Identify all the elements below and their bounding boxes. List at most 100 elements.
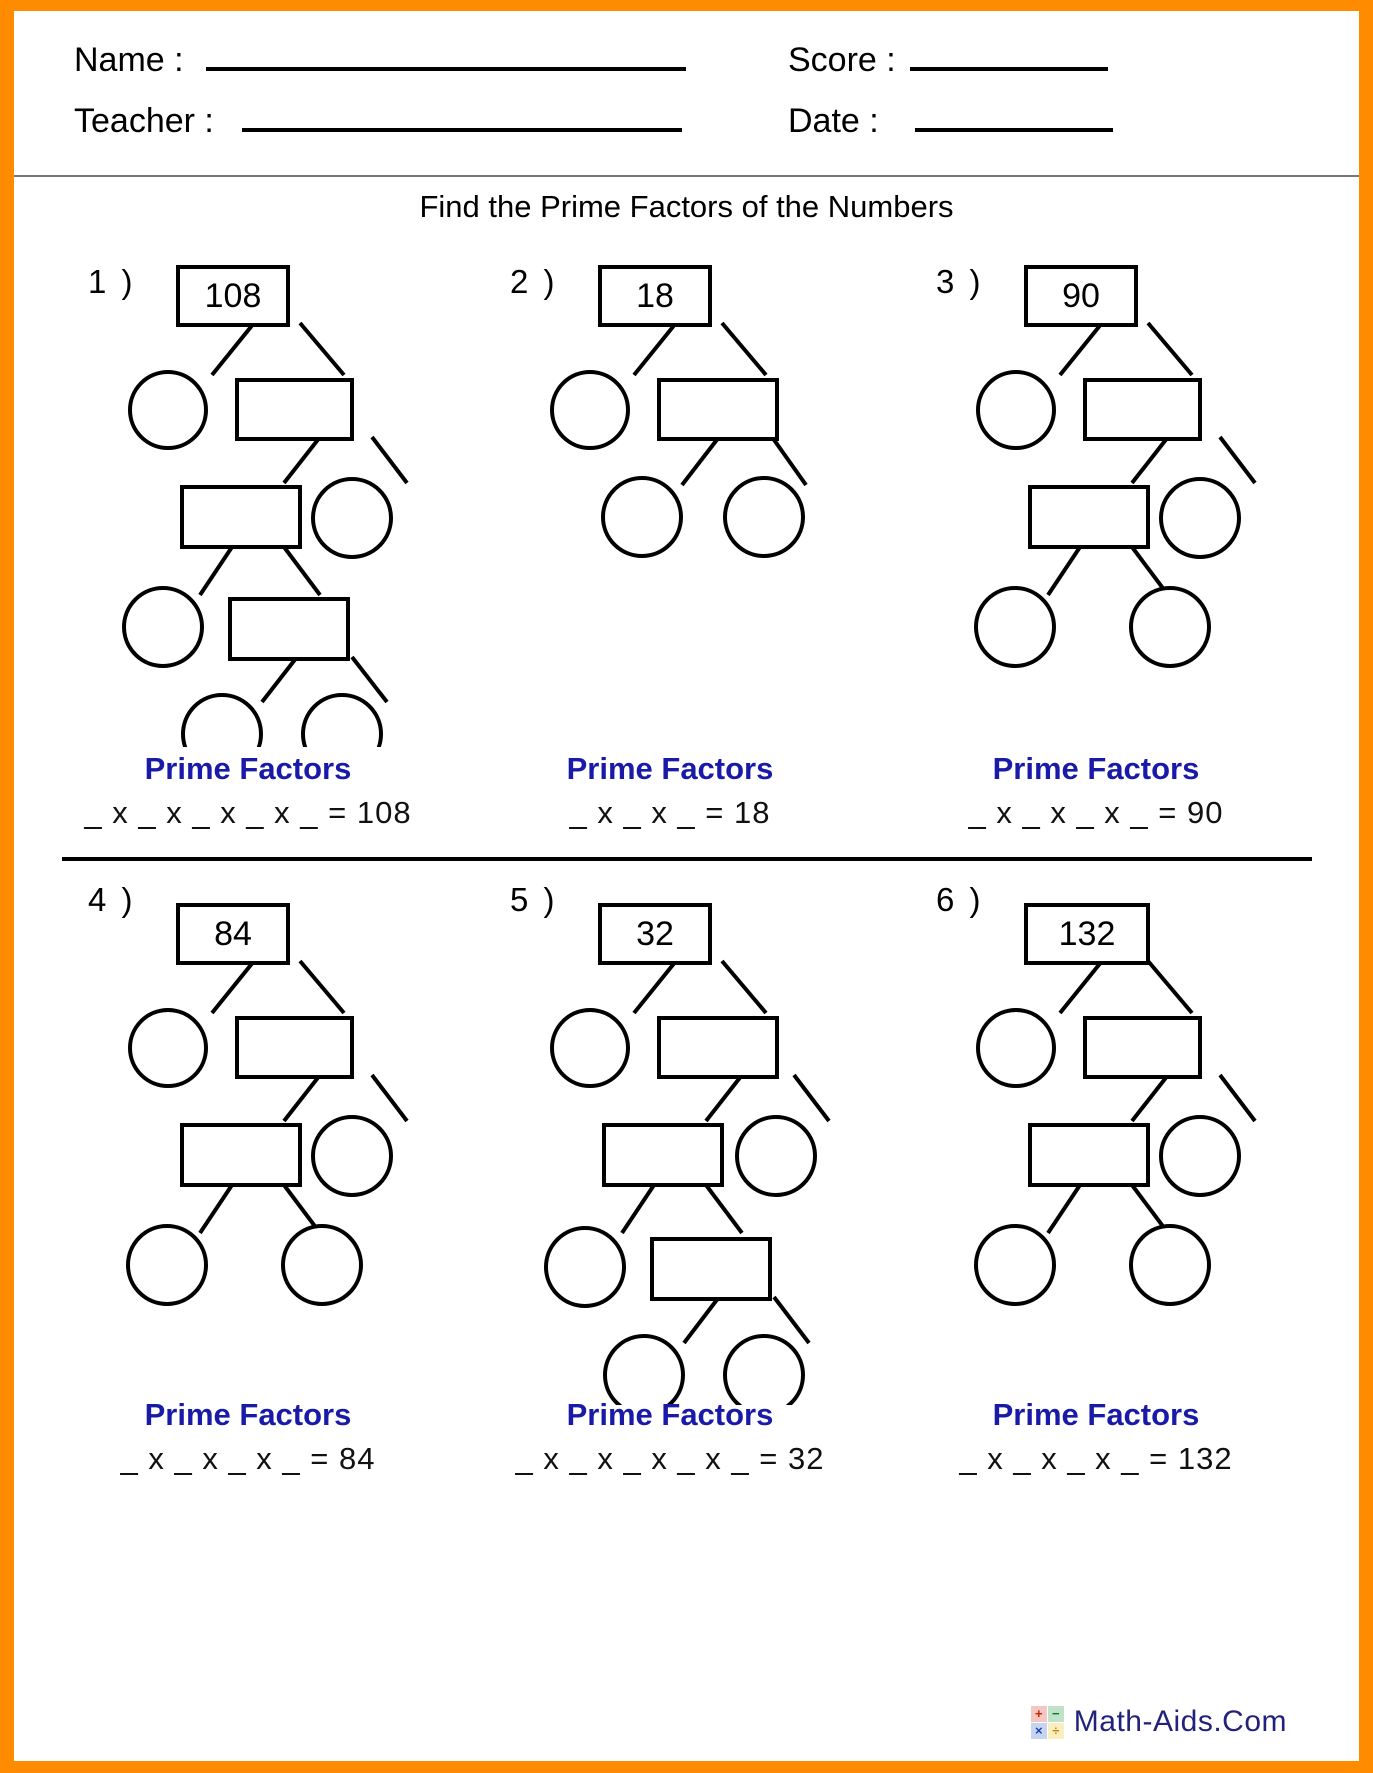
node-box-3c[interactable]: [1028, 485, 1150, 549]
problem-2-prime-factors-heading: Prime Factors: [566, 751, 774, 786]
name-input[interactable]: [205, 67, 686, 71]
problem-row-1: 1 ): [14, 239, 1359, 857]
problem-4-number: 4 ): [88, 881, 136, 918]
node-root-6-value: 132: [1059, 915, 1116, 953]
problem-2-answer-line[interactable]: _ x _ x _ = 18: [569, 795, 771, 830]
problem-6-prime-factors-heading: Prime Factors: [992, 1397, 1200, 1432]
node-circle-6e[interactable]: [974, 1224, 1056, 1306]
problem-5-prime-factors-heading: Prime Factors: [566, 1397, 774, 1432]
node-circle-3a[interactable]: [976, 370, 1056, 450]
factor-tree-svg-1: 108: [122, 265, 409, 747]
problem-4-tree: 84: [32, 885, 464, 1385]
node-box-6b[interactable]: [1083, 1016, 1202, 1079]
node-box-1b[interactable]: [235, 378, 354, 441]
node-root-2[interactable]: [598, 265, 712, 327]
node-root-4-value: 84: [214, 915, 252, 953]
node-circle-2c[interactable]: [601, 476, 683, 558]
teacher-input[interactable]: [241, 128, 682, 132]
node-circle-2a[interactable]: [550, 370, 630, 450]
problem-5-number: 5 ): [510, 881, 558, 918]
factor-tree-svg-3: 90: [974, 265, 1257, 668]
problem-4-answer-line[interactable]: _ x _ x _ x _ = 84: [120, 1441, 376, 1476]
node-circle-5h[interactable]: [723, 1334, 805, 1405]
node-box-1f[interactable]: [228, 597, 350, 661]
node-circle-1e[interactable]: [122, 586, 204, 668]
problem-grid: 1 ): [14, 239, 1359, 1547]
node-root-5[interactable]: [598, 903, 712, 965]
node-root-1-value: 108: [205, 277, 262, 315]
problem-row-2: 4 ) 84: [14, 857, 1359, 1547]
problem-6-number: 6 ): [936, 881, 984, 918]
problem-1-tree: 108: [32, 247, 464, 747]
problem-2-tree: 18: [454, 247, 886, 747]
teacher-field-row: Teacher :: [74, 102, 682, 141]
factor-tree-svg-4: 84: [126, 903, 409, 1306]
node-circle-1g[interactable]: [181, 693, 263, 747]
node-root-4[interactable]: [176, 903, 290, 965]
footer: + − × ÷ Math-Aids.Com: [14, 1705, 1359, 1739]
node-circle-2d[interactable]: [723, 476, 805, 558]
node-circle-3f[interactable]: [1129, 586, 1211, 668]
worksheet-header: Name : Teacher : Score : Date : Find the…: [14, 11, 1359, 224]
problem-1-answer-line[interactable]: _ x _ x _ x _ x _ = 108: [84, 795, 412, 830]
node-box-5c[interactable]: [602, 1123, 724, 1187]
score-input[interactable]: [909, 67, 1108, 71]
node-circle-5e[interactable]: [544, 1226, 626, 1308]
node-box-4b[interactable]: [235, 1016, 354, 1079]
node-circle-5a[interactable]: [550, 1008, 630, 1088]
score-field-row: Score :: [788, 41, 1108, 80]
node-circle-1h[interactable]: [301, 693, 383, 747]
node-root-1[interactable]: [176, 265, 290, 327]
node-circle-4d[interactable]: [311, 1115, 393, 1197]
node-circle-6f[interactable]: [1129, 1224, 1211, 1306]
date-input[interactable]: [914, 128, 1113, 132]
score-label: Score :: [788, 41, 896, 79]
header-divider: [14, 175, 1359, 177]
node-box-2b[interactable]: [657, 378, 779, 441]
node-circle-5d[interactable]: [735, 1115, 817, 1197]
teacher-label: Teacher :: [74, 102, 214, 140]
node-root-3-value: 90: [1062, 277, 1100, 315]
problem-3: 3 ) 90: [880, 239, 1312, 857]
problem-5-tree: 32: [454, 885, 886, 1405]
math-aids-logo-icon: + − × ÷: [1030, 1705, 1064, 1739]
problem-3-number: 3 ): [936, 263, 984, 300]
problem-3-prime-factors-heading: Prime Factors: [992, 751, 1200, 786]
node-box-1c[interactable]: [180, 485, 302, 549]
problem-1-prime-factors-heading: Prime Factors: [144, 751, 352, 786]
node-circle-4a[interactable]: [128, 1008, 208, 1088]
node-box-3b[interactable]: [1083, 378, 1202, 441]
node-circle-3d[interactable]: [1159, 477, 1241, 559]
problem-6-answer-line[interactable]: _ x _ x _ x _ = 132: [959, 1441, 1233, 1476]
node-circle-1a[interactable]: [128, 370, 208, 450]
divide-icon: ÷: [1047, 1722, 1064, 1739]
node-circle-6d[interactable]: [1159, 1115, 1241, 1197]
node-root-2-value: 18: [636, 277, 674, 315]
problem-1: 1 ): [32, 239, 464, 857]
node-root-6[interactable]: [1024, 903, 1150, 965]
node-circle-4f[interactable]: [281, 1224, 363, 1306]
node-circle-4e[interactable]: [126, 1224, 208, 1306]
node-root-3[interactable]: [1024, 265, 1138, 327]
problem-5-answer-line[interactable]: _ x _ x _ x _ x _ = 32: [515, 1441, 825, 1476]
problem-1-number: 1 ): [88, 263, 136, 300]
node-circle-6a[interactable]: [976, 1008, 1056, 1088]
node-box-6c[interactable]: [1028, 1123, 1150, 1187]
times-icon: ×: [1030, 1722, 1047, 1739]
node-circle-5g[interactable]: [603, 1334, 685, 1405]
node-box-4c[interactable]: [180, 1123, 302, 1187]
name-field-row: Name :: [74, 41, 686, 80]
plus-icon: +: [1030, 1705, 1047, 1722]
problem-3-answer-line[interactable]: _ x _ x _ x _ = 90: [968, 795, 1224, 830]
node-box-5b[interactable]: [657, 1016, 779, 1079]
page-title: Find the Prime Factors of the Numbers: [419, 189, 954, 224]
node-box-5f[interactable]: [650, 1237, 772, 1301]
problem-4: 4 ) 84: [32, 857, 464, 1547]
factor-tree-svg-2: 18: [550, 265, 808, 558]
problem-5: 5 ): [454, 857, 886, 1547]
node-circle-3e[interactable]: [974, 586, 1056, 668]
problem-4-prime-factors-heading: Prime Factors: [144, 1397, 352, 1432]
node-circle-1d[interactable]: [311, 477, 393, 559]
problem-2: 2 ) 18: [454, 239, 886, 857]
row-separator: [62, 857, 1312, 861]
